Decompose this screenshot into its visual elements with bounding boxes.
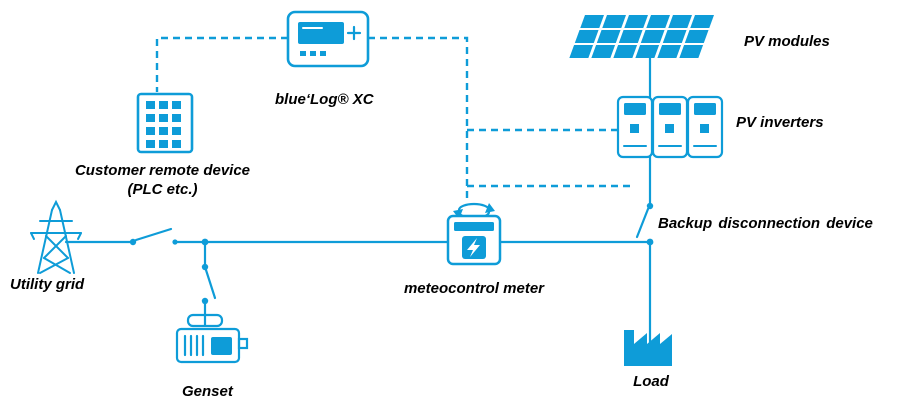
pv-inverters-label: PV inverters bbox=[736, 114, 824, 131]
pv-inverters-icon bbox=[616, 95, 724, 159]
meteocontrol-meter-icon bbox=[446, 202, 502, 266]
backup-disconnect-switch-icon bbox=[635, 202, 654, 239]
utility-grid-icon bbox=[30, 199, 82, 274]
genset-label: Genset bbox=[182, 383, 233, 400]
communication-lines bbox=[155, 36, 633, 201]
pv-modules-icon bbox=[569, 15, 714, 58]
lightning-bolt-icon bbox=[467, 238, 480, 257]
customer-remote-device-label-line2: (PLC etc.) bbox=[127, 180, 198, 198]
bluelog-xc-label: blue‘Log® XC bbox=[275, 91, 374, 108]
load-icon bbox=[624, 330, 672, 366]
power-lines bbox=[64, 56, 652, 346]
genset-disconnect-switch-icon bbox=[201, 263, 217, 305]
bus-junction-dot bbox=[646, 238, 654, 246]
genset-icon bbox=[175, 313, 249, 364]
customer-remote-device-label-line1: Customer remote device bbox=[74, 162, 251, 179]
customer-remote-device-label: Customer remote device (PLC etc.) bbox=[55, 162, 270, 200]
grid-disconnect-switch-icon bbox=[129, 227, 178, 246]
bus-junction-dot bbox=[201, 238, 209, 246]
meteocontrol-meter-label: meteocontrol meter bbox=[403, 280, 545, 297]
bluelog-xc-icon bbox=[286, 10, 370, 68]
load-label: Load bbox=[633, 373, 669, 390]
pv-modules-label: PV modules bbox=[744, 33, 830, 50]
backup-disconnection-device-label: Backup disconnection device bbox=[658, 215, 873, 232]
utility-grid-label: Utility grid bbox=[10, 276, 85, 293]
customer-remote-device-icon bbox=[136, 92, 194, 154]
